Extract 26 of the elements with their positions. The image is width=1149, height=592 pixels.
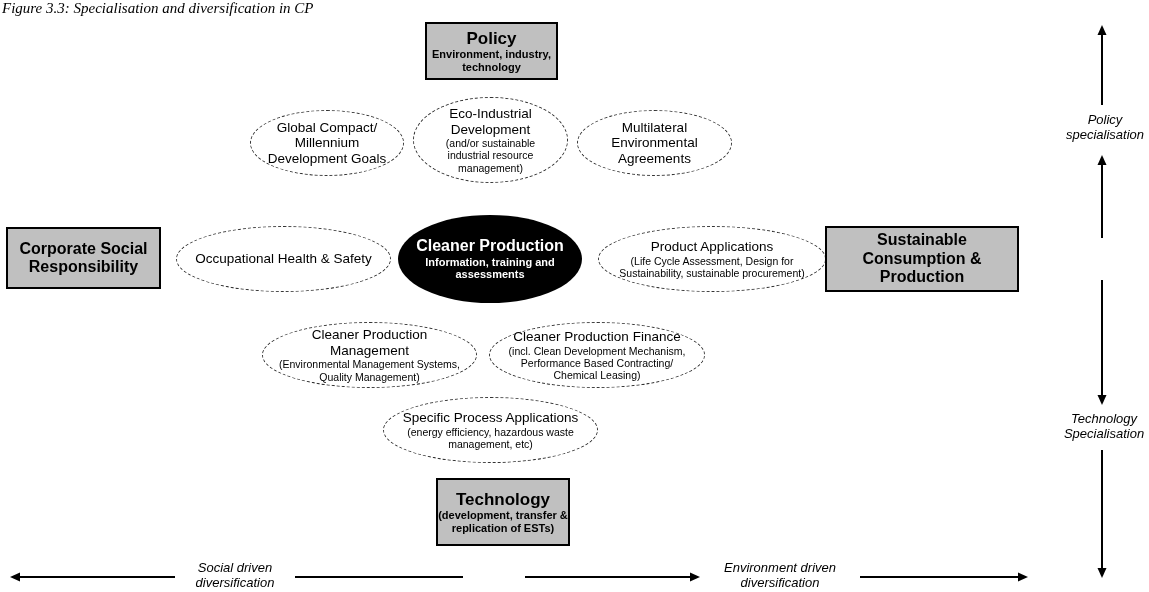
node-heading: Technology (455, 489, 551, 510)
category-box (436, 478, 570, 546)
figure-title: Figure 3.3: Specialisation and diversification in CP (2, 0, 314, 17)
node-subtext: (Life Cycle Assessment, Design for Sustainability, sustainable procurement) (618, 254, 806, 279)
node-heading: Global Compact/ Millennium Development Goals (266, 119, 388, 167)
node-subtext: (development, transfer & replication of ESTs) (438, 509, 568, 535)
node-heading: Eco-Industrial Development (448, 106, 533, 138)
node-heading: Cleaner Production (416, 237, 564, 256)
node-subtext: (incl. Clean Development Mechanism, Performance Based Contracting/ Chemical Leasing) (507, 344, 687, 381)
node-heading: Cleaner Production Finance (513, 329, 681, 345)
node-heading: Multilateral Environmental Agreements (610, 119, 699, 167)
category-box (825, 226, 1019, 292)
category-box (6, 227, 161, 289)
category-box (425, 22, 558, 80)
node-heading: Product Applications (650, 239, 774, 255)
node-subtext: (Environmental Management Systems, Quality Management) (278, 358, 461, 383)
node-heading: Occupational Health & Safety (195, 251, 372, 267)
node-subtext: Information, training and assessments (424, 255, 556, 281)
node-subtext: (energy efficiency, hazardous waste management, etc) (406, 425, 575, 450)
node-heading: Specific Process Applications (402, 410, 579, 426)
node-heading: Corporate Social Responsibility (18, 239, 149, 277)
node-heading: Policy (466, 28, 517, 49)
node-subtext: Environment, industry, technology (431, 48, 552, 74)
node-subtext: (and/or sustainable industrial resource management) (444, 137, 537, 174)
node-heading: Cleaner Production Management (310, 327, 429, 359)
node-heading: Sustainable Consumption & Production (861, 231, 983, 287)
